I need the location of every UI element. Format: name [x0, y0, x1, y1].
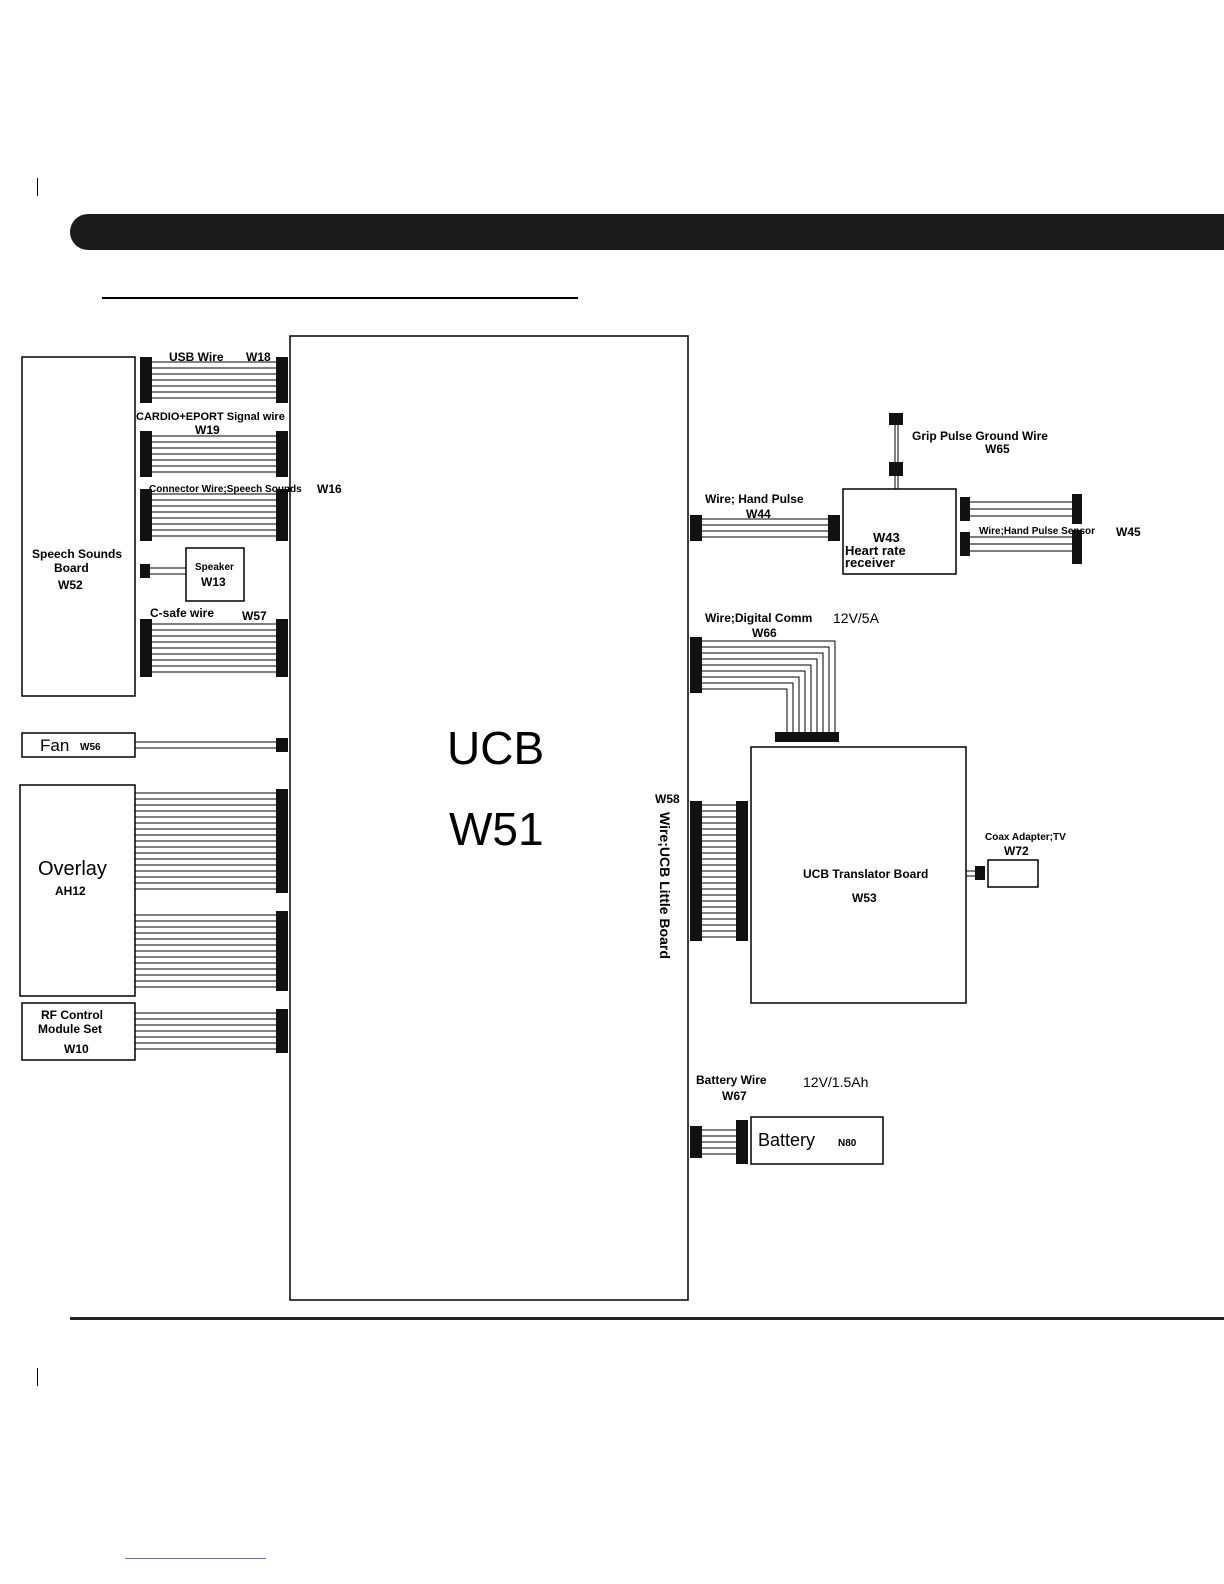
- speech-sounds-board: [21, 356, 136, 697]
- main-board-name: UCB: [447, 722, 544, 774]
- cardio-wire-label: CARDIO+EPORT Signal wire: [136, 411, 285, 423]
- speech-board-line2: Board: [54, 561, 89, 575]
- speaker-name: Speaker: [195, 562, 234, 573]
- overlay-code: AH12: [55, 884, 86, 898]
- speech-board-code: W52: [58, 578, 83, 592]
- fan-box: [21, 732, 136, 758]
- fan-code: W56: [80, 742, 101, 753]
- hand-pulse-wire-code: W44: [746, 507, 771, 521]
- usb-wire-label: USB Wire: [169, 350, 224, 364]
- footer-link-rule: [125, 1558, 266, 1559]
- ucb-main-board: [289, 335, 689, 1301]
- rf-module-line1: RF Control: [41, 1008, 103, 1022]
- digital-comm-label: Wire;Digital Comm: [705, 611, 812, 625]
- connector-wire-code: W16: [317, 482, 342, 496]
- battery-wire-code: W67: [722, 1089, 747, 1103]
- coax-adapter-box: [987, 859, 1039, 888]
- hand-pulse-sensor-label: Wire;Hand Pulse Sensor: [979, 526, 1095, 537]
- cardio-wire-code: W19: [195, 423, 220, 437]
- bottom-rule: [70, 1317, 1224, 1320]
- digital-comm-code: W66: [752, 626, 777, 640]
- heart-rate-code: W43: [873, 530, 900, 545]
- hand-pulse-sensor-code: W45: [1116, 525, 1141, 539]
- header-bar: [70, 214, 1224, 250]
- coax-label: Coax Adapter;TV: [985, 832, 1066, 843]
- usb-wire-code: W18: [246, 350, 271, 364]
- speaker-code: W13: [201, 575, 226, 589]
- csafe-wire-code: W57: [242, 609, 267, 623]
- battery-code: N80: [838, 1138, 857, 1149]
- heart-rate-receiver-box: [842, 488, 957, 575]
- connector-blocks: [140, 357, 1082, 1164]
- digital-comm-spec: 12V/5A: [833, 610, 880, 626]
- heart-rate-line2: receiver: [845, 555, 895, 570]
- hand-pulse-wire-label: Wire; Hand Pulse: [705, 492, 804, 506]
- little-board-wire-code: W58: [655, 792, 680, 806]
- translator-board-code: W53: [852, 891, 877, 905]
- coax-code: W72: [1004, 844, 1029, 858]
- main-board-code: W51: [449, 803, 544, 855]
- csafe-wire-label: C-safe wire: [150, 606, 214, 620]
- rf-module-line2: Module Set: [38, 1022, 102, 1036]
- overlay-name: Overlay: [38, 858, 107, 880]
- rf-module-code: W10: [64, 1042, 89, 1056]
- connector-wire-label: Connector Wire;Speech Sounds: [149, 484, 302, 495]
- grip-wire-label: Grip Pulse Ground Wire: [912, 429, 1048, 443]
- speech-board-line1: Speech Sounds: [32, 547, 122, 561]
- crop-mark-top: [37, 178, 38, 196]
- grip-wire-code: W65: [985, 442, 1010, 456]
- battery-wire-label: Battery Wire: [696, 1073, 767, 1087]
- wire-bundles: [135, 361, 1072, 1155]
- battery-box: [750, 1116, 884, 1165]
- overlay-box: [19, 784, 136, 997]
- heart-rate-line1: Heart rate: [845, 543, 906, 558]
- translator-board-box: [750, 746, 967, 1004]
- section-title-rule: [102, 297, 578, 299]
- battery-wire-spec: 12V/1.5Ah: [803, 1074, 868, 1090]
- fan-name: Fan: [40, 736, 69, 755]
- battery-name: Battery: [758, 1130, 815, 1150]
- crop-mark-bottom: [37, 1368, 38, 1386]
- little-board-wire-label: Wire;UCB Little Board: [657, 812, 673, 959]
- translator-board-name: UCB Translator Board: [803, 867, 928, 881]
